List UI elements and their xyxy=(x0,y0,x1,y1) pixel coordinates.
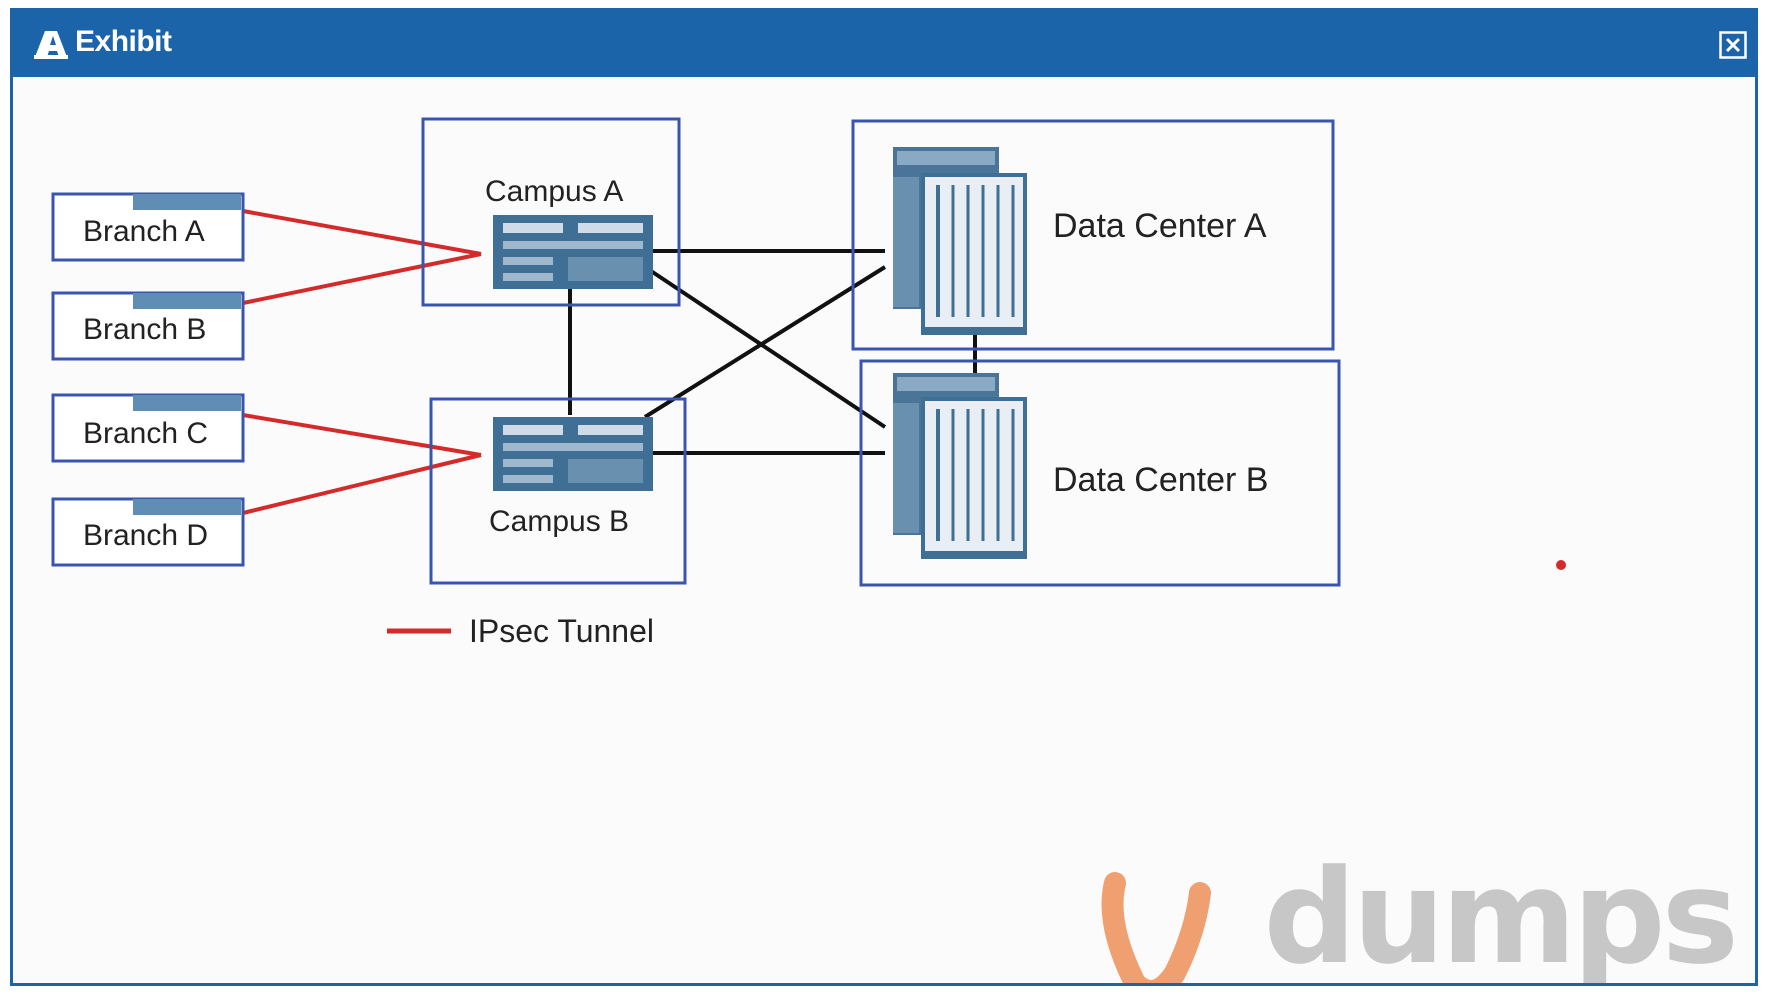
branch-c-label: Branch C xyxy=(83,417,208,450)
campus-a-device-icon xyxy=(493,215,653,289)
link-campus-a-dc-b xyxy=(643,265,887,429)
branch-b-node: Branch B xyxy=(51,291,245,361)
window-title: Exhibit xyxy=(75,25,172,58)
network-links xyxy=(568,249,977,455)
data-center-b-label: Data Center B xyxy=(1053,461,1268,499)
branch-a-node: Branch A xyxy=(51,192,245,262)
campus-a-label: Campus A xyxy=(485,175,623,208)
campus-a-node: Campus A xyxy=(421,117,681,307)
legend-ipsec-label: IPsec Tunnel xyxy=(469,613,654,649)
data-center-a-label: Data Center A xyxy=(1053,207,1267,245)
branch-d-node: Branch D xyxy=(51,497,245,567)
title-bar: Exhibit xyxy=(13,11,1755,77)
vdumps-watermark: dumps xyxy=(1263,841,1739,983)
legend: IPsec Tunnel xyxy=(387,613,654,649)
exhibit-content: Branch A Branch B Branch C Branch D Camp… xyxy=(13,77,1755,983)
tunnel-branch-b-campus-a xyxy=(242,252,482,305)
campus-b-node: Campus B xyxy=(429,397,687,585)
data-center-b-chassis-icon xyxy=(893,373,1027,559)
link-campus-b-dc-a xyxy=(643,265,887,419)
campus-b-device-icon xyxy=(493,417,653,491)
close-icon[interactable] xyxy=(1719,31,1747,59)
tunnel-branch-a-campus-a xyxy=(242,209,482,256)
exhibit-icon xyxy=(34,31,68,59)
branch-b-label: Branch B xyxy=(83,313,206,346)
ipsec-tunnels xyxy=(242,209,482,515)
tunnel-branch-d-campus-b xyxy=(242,453,482,515)
branch-c-node: Branch C xyxy=(51,393,245,463)
vdumps-logo-icon xyxy=(1101,872,1211,983)
red-dot-mark xyxy=(1556,560,1566,570)
exhibit-window: Exhibit xyxy=(10,8,1758,986)
network-diagram: Branch A Branch B Branch C Branch D Camp… xyxy=(51,117,1566,649)
data-center-b-node: Data Center B xyxy=(859,359,1341,587)
branch-a-label: Branch A xyxy=(83,215,205,248)
branch-d-label: Branch D xyxy=(83,519,208,552)
campus-b-label: Campus B xyxy=(489,505,629,538)
data-center-a-chassis-icon xyxy=(893,147,1027,335)
data-center-a-node: Data Center A xyxy=(851,119,1335,351)
tunnel-branch-c-campus-b xyxy=(242,413,482,457)
